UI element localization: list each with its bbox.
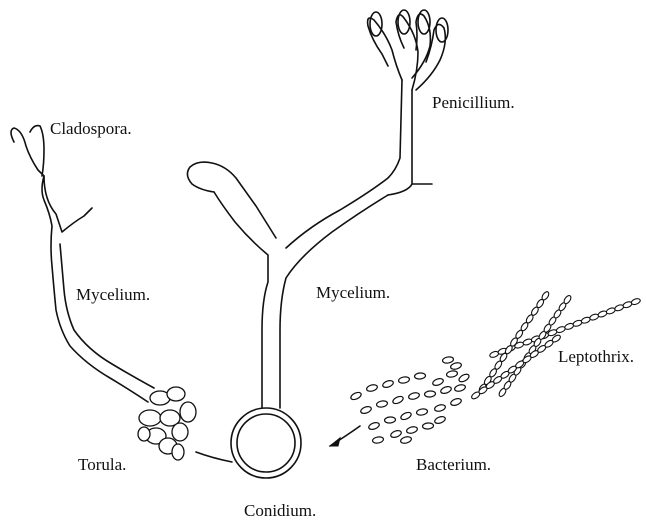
- label-conidium: Conidium.: [244, 501, 316, 520]
- bacterium-cell: [416, 408, 428, 416]
- bacterium-cell: [376, 400, 388, 408]
- leptothrix-cell: [541, 291, 550, 302]
- bacterium-cell: [368, 421, 380, 430]
- bacterium-cell: [390, 429, 402, 438]
- torula-connector: [196, 452, 232, 462]
- bacterium-cell: [366, 384, 378, 393]
- bacterium-cell: [432, 377, 444, 386]
- bacterium-cell: [450, 362, 462, 371]
- torula-cluster: [138, 387, 196, 460]
- label-cladospora: Cladospora.: [50, 119, 132, 138]
- left-mycelium: [11, 126, 154, 402]
- bacterium-cell: [372, 436, 384, 444]
- bacterium-cell: [408, 392, 420, 401]
- bacterium-cell: [450, 397, 462, 406]
- bacteria-group: [350, 356, 471, 444]
- bacterium-cell: [400, 411, 413, 421]
- bacterium-arrow: [330, 426, 360, 446]
- label-bacterium: Bacterium.: [416, 455, 491, 474]
- bacterium-cell: [398, 376, 410, 384]
- bacterium-cell: [382, 379, 394, 388]
- label-mycelium-left: Mycelium.: [76, 285, 150, 304]
- bacterium-cell: [454, 384, 466, 393]
- label-torula: Torula.: [78, 455, 126, 474]
- leptothrix-cell: [631, 298, 641, 306]
- leptothrix-cell: [563, 294, 573, 305]
- leptothrix-chains: [470, 291, 641, 401]
- bacterium-cell: [434, 415, 446, 424]
- label-mycelium-center: Mycelium.: [316, 283, 390, 302]
- central-mycelium: [187, 80, 432, 408]
- bacterium-cell: [424, 391, 435, 398]
- bacterium-cell: [442, 356, 454, 364]
- bacterium-cell: [360, 405, 372, 414]
- bacterium-cell: [384, 417, 395, 424]
- penicillium-brush: [368, 10, 448, 90]
- bacterium-cell: [446, 370, 458, 378]
- bacterium-cell: [400, 436, 412, 445]
- bacterium-cell: [414, 373, 425, 380]
- bacterium-cell: [350, 391, 363, 401]
- bacterium-cell: [406, 426, 418, 435]
- conidium-spore: [231, 408, 301, 478]
- bacterium-cell: [458, 373, 471, 384]
- label-leptothrix: Leptothrix.: [558, 347, 634, 366]
- bacterium-cell: [440, 385, 452, 394]
- bacterium-cell: [434, 404, 446, 413]
- bacterium-cell: [422, 423, 433, 430]
- label-penicillium: Penicillium.: [432, 93, 515, 112]
- bacterium-cell: [392, 395, 405, 405]
